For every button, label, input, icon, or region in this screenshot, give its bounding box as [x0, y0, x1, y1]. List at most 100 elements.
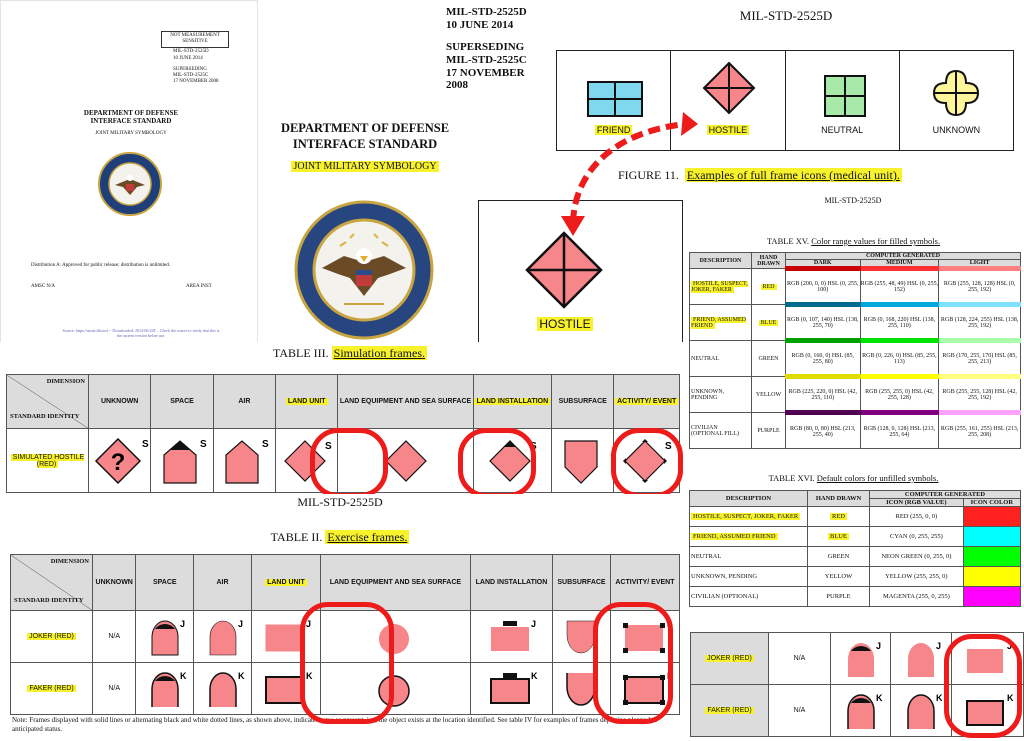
figure11-label-hostile: HOSTILE	[706, 125, 750, 135]
cover-subtitle-highlight: JOINT MILITARY SYMBOLOGY	[291, 161, 439, 172]
t2-col-space: SPACE	[135, 554, 195, 611]
t2-joker-land-equipment	[319, 610, 471, 663]
t3-cell-subsurface	[551, 428, 615, 493]
svg-text:J: J	[180, 619, 185, 629]
swatch-green	[962, 546, 1022, 567]
t3-col-space: SPACE	[150, 374, 214, 429]
cover-title-large-2: INTERFACE STANDARD	[292, 137, 438, 151]
joker-land-installation-icon: J	[491, 619, 536, 651]
figure11-grid: FRIEND HOSTILE NEUTRAL UNKNOW	[556, 50, 1014, 151]
t15-col-dark: DARK	[785, 259, 861, 269]
mini-faker-space: K	[829, 684, 892, 737]
figure11-page: MIL-STD-2525D FRIEND HOSTILE NE	[548, 0, 1024, 190]
table-row: NEUTRAL GREEN RGB (0, 160, 0) HSL (85, 2…	[689, 338, 1021, 377]
t2-joker-air: J	[193, 610, 252, 663]
joker-air-icon: J	[209, 619, 243, 655]
table15-header: MIL-STD-2525D	[824, 196, 882, 205]
mini-joker-space-icon: J	[847, 641, 881, 677]
mini-table-page: JOKER (RED) N/A J J J	[690, 632, 1024, 741]
dod-seal-large	[294, 200, 434, 340]
svg-text:K: K	[238, 671, 245, 681]
table-row: UNKNOWN, PENDING YELLOW RGB (225, 220, 0…	[689, 374, 1021, 413]
t2-col-subsurface: SUBSURFACE	[552, 554, 611, 611]
t2-col-land-equipment: LAND EQUIPMENT AND SEA SURFACE	[319, 554, 471, 611]
t16-col-color: ICON COLOR	[962, 498, 1022, 507]
t2-joker-space: J	[135, 610, 195, 663]
area-label: AREA INST	[186, 284, 212, 289]
figure11-label-unknown: UNKNOWN	[932, 125, 981, 135]
svg-text:J: J	[238, 619, 243, 629]
figure11-cell-unknown: UNKNOWN	[900, 51, 1013, 150]
doc-date-large: 10 JUNE 2014	[446, 19, 514, 31]
faker-land-installation-icon: K	[490, 671, 538, 704]
swatch-yellow	[962, 566, 1022, 587]
t15-col-hand: HAND DRAWN	[751, 252, 786, 269]
circle-land-unit	[310, 428, 388, 498]
svg-text:K: K	[936, 693, 943, 703]
superseding-label: SUPERSEDING	[173, 67, 207, 72]
t2-col-unknown: UNKNOWN	[91, 554, 137, 611]
svg-text:J: J	[531, 619, 536, 629]
mini-faker-air-icon: K	[907, 693, 943, 729]
t15-col-computer: COMPUTER GENERATED	[785, 252, 1021, 260]
svg-text:J: J	[876, 641, 881, 651]
prev-doc-date-large: 17 NOVEMBER 2008	[446, 67, 525, 91]
joker-land-equipment-icon	[379, 623, 410, 654]
t2-row-joker-label: JOKER (RED)	[10, 610, 93, 663]
color-tables-page: MIL-STD-2525D TABLE XV. Color range valu…	[683, 190, 1024, 640]
simulated-unknown-icon: ? S	[94, 437, 149, 484]
mini-joker-label: JOKER (RED)	[690, 632, 769, 685]
t16-col-computer: COMPUTER GENERATED	[869, 490, 1021, 499]
table2-header: MIL-STD-2525D	[297, 495, 383, 509]
t3-cell-air: S	[212, 428, 277, 493]
t3-col-air: AIR	[212, 374, 277, 429]
simulated-space-icon: S	[163, 439, 207, 484]
swatch-red	[962, 506, 1022, 527]
superseding-large: SUPERSEDING	[446, 41, 525, 53]
mini-faker-na: N/A	[768, 684, 831, 737]
svg-text:K: K	[531, 671, 538, 681]
faker-space-icon: K	[151, 671, 187, 707]
t3-col-land-installation: LAND INSTALLATION	[472, 374, 553, 429]
figure11-label-neutral: NEUTRAL	[821, 125, 864, 135]
table-row: UNKNOWN, PENDING YELLOW YELLOW (255, 255…	[689, 566, 1022, 587]
circle-activity	[611, 428, 683, 498]
mini-joker-air: J	[890, 632, 952, 685]
mini-joker-air-icon: J	[908, 641, 941, 677]
doc-id: MIL-STD-2525D	[173, 49, 209, 54]
t15-col-desc: DESCRIPTION	[689, 252, 752, 269]
t2-corner: DIMENSION STANDARD IDENTITY	[10, 554, 93, 611]
t2-faker-space: K	[135, 662, 195, 715]
hostile-zoom-icon	[525, 231, 603, 309]
t3-cell-space: S	[150, 428, 214, 493]
hostile-zoom-box: HOSTILE	[478, 200, 683, 358]
table-row: NEUTRAL GREEN NEON GREEN (0, 255, 0)	[689, 546, 1022, 567]
t2-col-air: AIR	[193, 554, 252, 611]
prev-doc-id-large: MIL-STD-2525C	[446, 54, 527, 66]
svg-text:J: J	[936, 641, 941, 651]
t16-col-hand: HAND DRAWN	[807, 490, 870, 507]
t3-corner: DIMENSION STANDARD IDENTITY	[6, 374, 89, 429]
faker-air-icon: K	[208, 671, 245, 707]
t2-col-land-unit: LAND UNIT	[250, 554, 321, 611]
table-row: JOKER (RED) N/A J J J	[690, 632, 1024, 685]
t3-col-subsurface: SUBSURFACE	[551, 374, 615, 429]
joker-space-icon: J	[151, 619, 185, 655]
table3-title: TABLE III. Simulation frames.	[272, 346, 427, 360]
t2-faker-unknown: N/A	[91, 662, 137, 715]
cover-subtitle: JOINT MILITARY SYMBOLOGY	[95, 131, 167, 136]
svg-text:S: S	[200, 439, 207, 450]
table2-title: TABLE II. Exercise frames.	[270, 530, 410, 544]
svg-text:K: K	[876, 693, 883, 703]
t15-col-light: LIGHT	[938, 259, 1021, 269]
table15-title: TABLE XV. Color range values for filled …	[766, 236, 941, 246]
figure11-label-friend: FRIEND	[594, 125, 633, 135]
svg-text:K: K	[1007, 693, 1014, 703]
t2-row-faker-label: FAKER (RED)	[10, 662, 93, 715]
t3-col-activity: ACTIVITY/ EVENT	[613, 374, 680, 429]
cover-title-1: DEPARTMENT OF DEFENSE	[83, 109, 179, 117]
svg-text:S: S	[142, 439, 149, 450]
table15: DESCRIPTION HAND DRAWN COMPUTER GENERATE…	[689, 252, 1021, 449]
table-row: HOSTILE, SUSPECT, JOKER, FAKER RED RGB (…	[689, 266, 1021, 305]
t3-col-land-unit: LAND UNIT	[275, 374, 339, 429]
